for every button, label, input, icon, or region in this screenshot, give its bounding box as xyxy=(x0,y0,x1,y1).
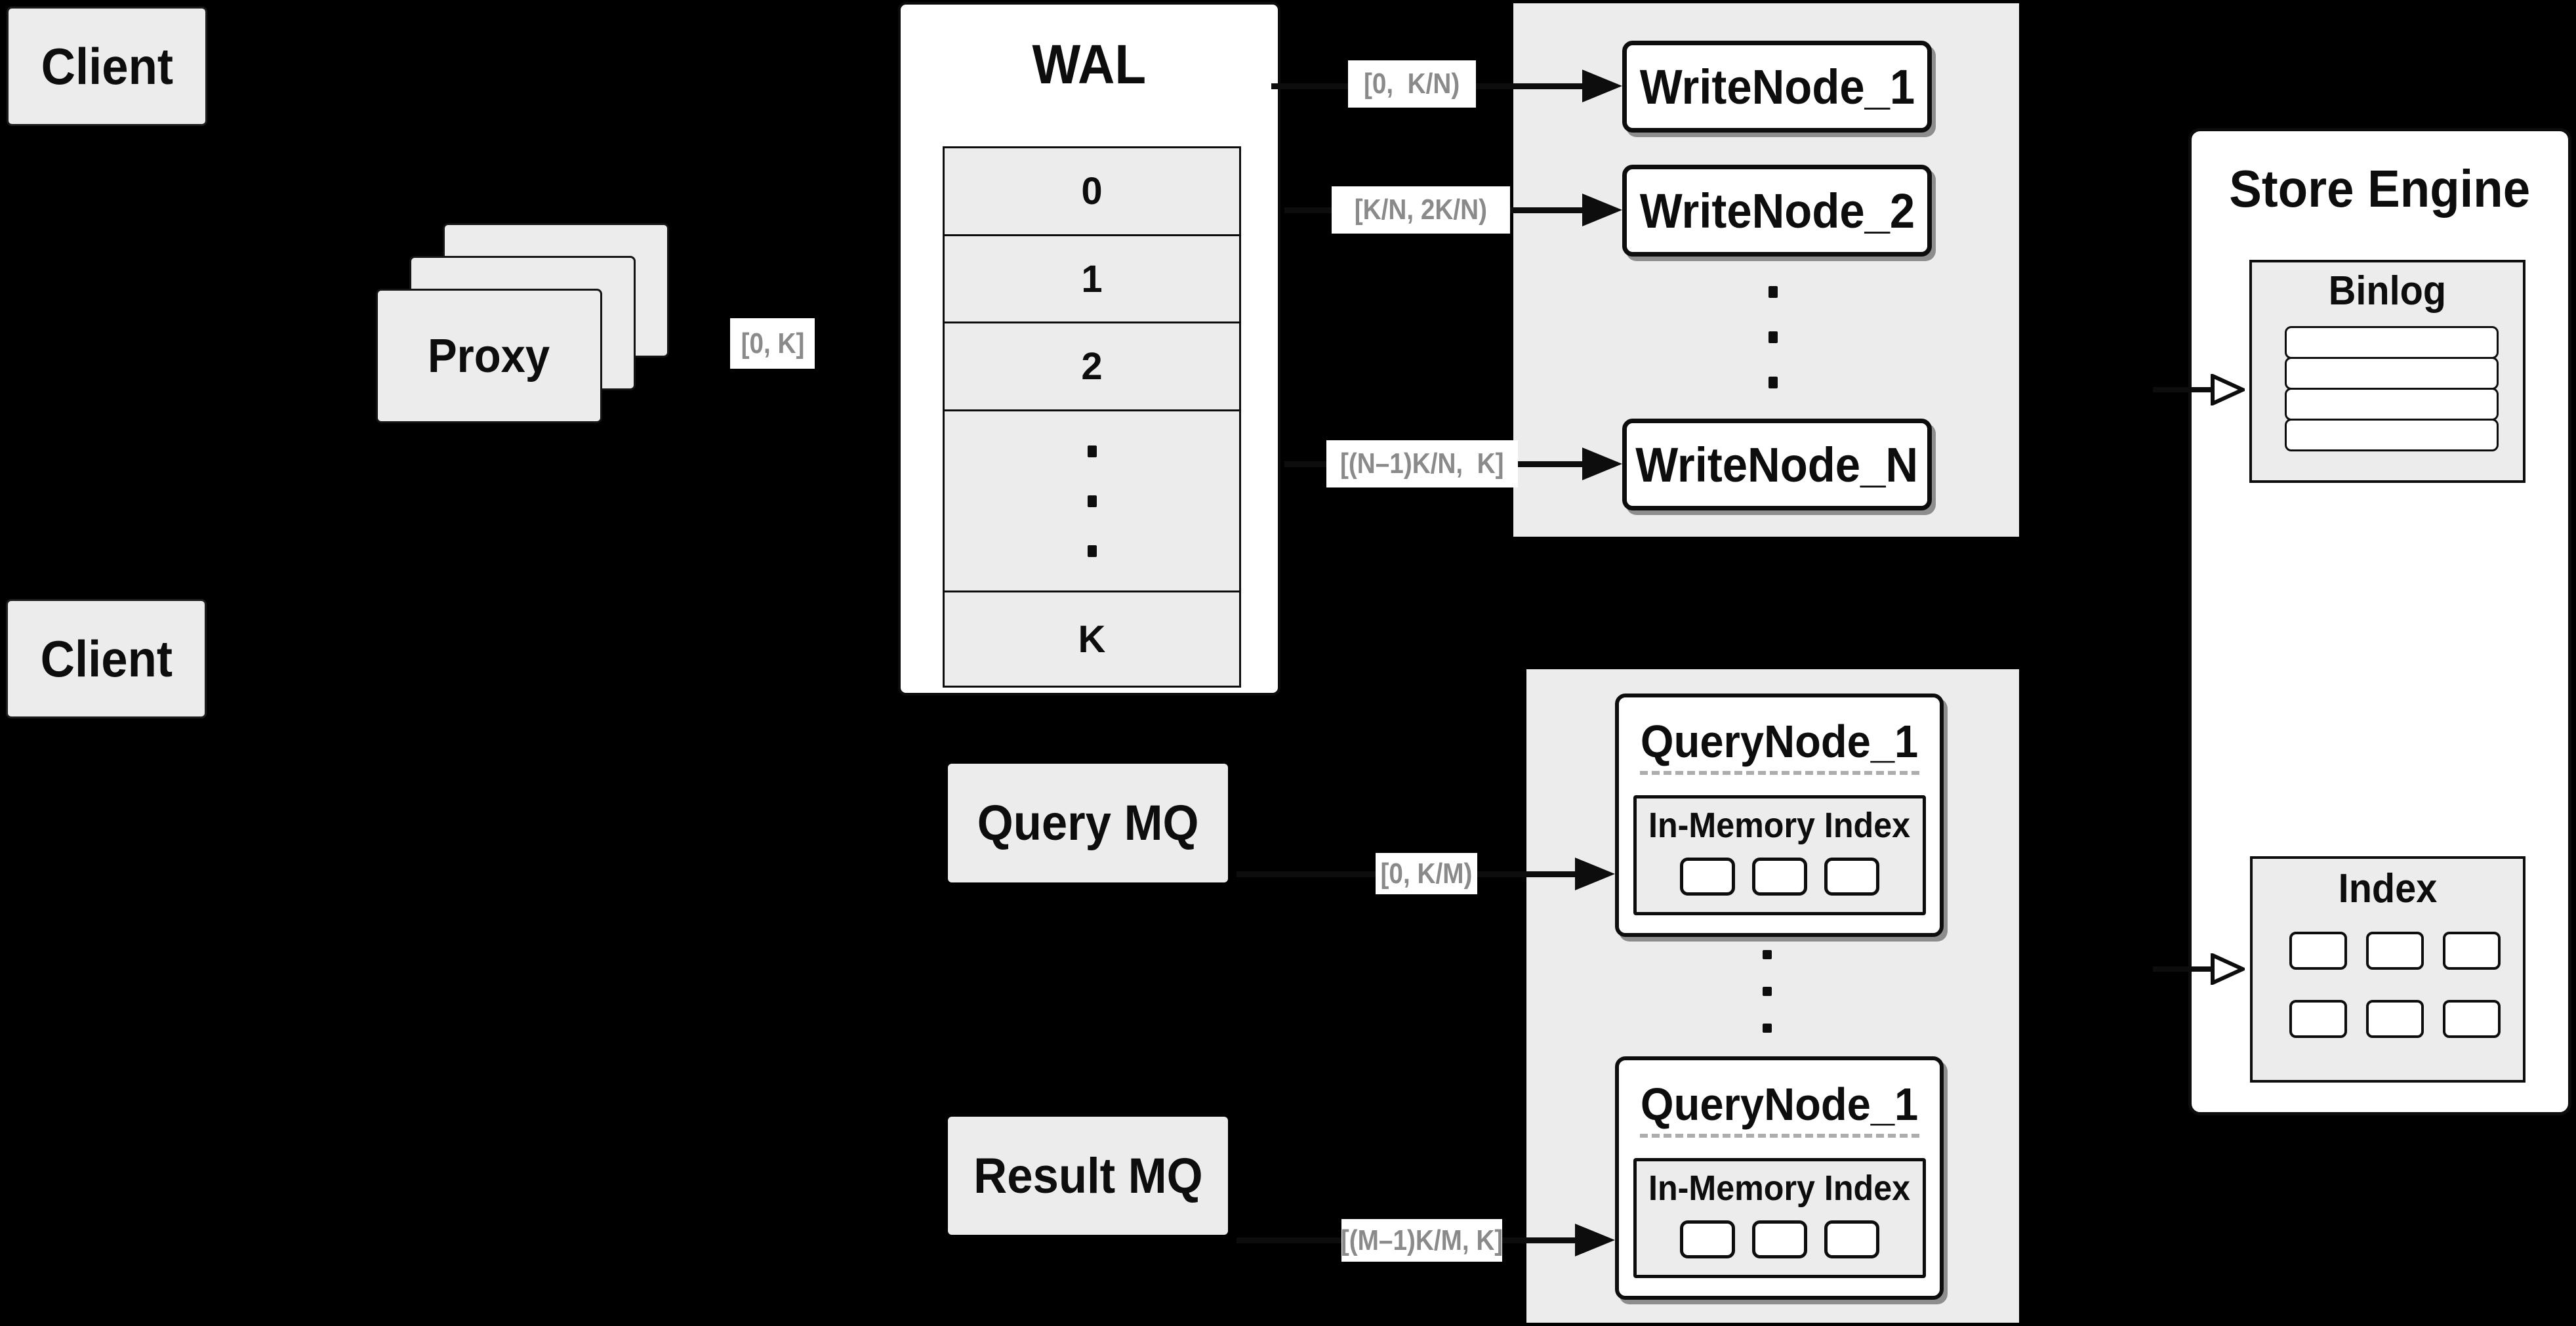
querynode1-dashed-separator xyxy=(1640,771,1919,775)
client-bottom-label: Client xyxy=(40,629,173,688)
binlog-title: Binlog xyxy=(2328,268,2447,314)
querynode2-dashed-separator xyxy=(1640,1134,1919,1138)
querynode1-title-wrap: QueryNode_1 xyxy=(1615,715,1944,768)
querynode2-inmemory-label: In-Memory Index xyxy=(1648,1169,1911,1208)
arrow-wal-writenode1-head xyxy=(1582,70,1622,102)
range-label-querynode2: [(M–1)K/M, K] xyxy=(1341,1219,1503,1262)
client-top-label: Client xyxy=(41,37,173,95)
querynode1-segment-chips xyxy=(1680,858,1879,896)
index-chip xyxy=(2443,1000,2501,1038)
wal-row-ellipsis xyxy=(943,409,1241,592)
binlog-row xyxy=(2285,419,2499,451)
binlog-title-wrap: Binlog xyxy=(2252,262,2523,319)
writenoden-box: WriteNode_N xyxy=(1622,419,1932,510)
querynode2-inmemory-box: In-Memory Index xyxy=(1633,1158,1926,1278)
binlog-row xyxy=(2285,388,2499,421)
querynode2-segment-chips xyxy=(1680,1220,1879,1258)
index-title-wrap: Index xyxy=(2253,859,2523,918)
wal-shard-table: 0 1 2 K xyxy=(943,146,1241,688)
segment-chip xyxy=(1824,858,1879,896)
writenode1-box: WriteNode_1 xyxy=(1622,41,1932,133)
arrow-binlog-open-head xyxy=(2211,374,2245,405)
querynode2-label: QueryNode_1 xyxy=(1640,1079,1919,1130)
ellipsis-dots-querynodes xyxy=(1763,950,1772,1033)
index-chip xyxy=(2289,1000,2347,1038)
segment-chip xyxy=(1752,858,1807,896)
index-chip xyxy=(2289,932,2347,970)
wal-row-2: 2 xyxy=(943,321,1241,411)
query-mq-label: Query MQ xyxy=(977,795,1199,851)
range-label-proxy-out: [0, K] xyxy=(730,318,815,369)
store-engine-title-wrap: Store Engine xyxy=(2188,157,2571,220)
proxy-box: Proxy xyxy=(376,289,602,423)
wal-row-1: 1 xyxy=(943,234,1241,323)
store-engine-title: Store Engine xyxy=(2229,159,2531,218)
index-chip xyxy=(2366,932,2424,970)
wal-row-k: K xyxy=(943,590,1241,688)
arrow-wal-writenode2-head xyxy=(1582,194,1622,226)
index-title: Index xyxy=(2338,865,2438,911)
querynode1-inmemory-label: In-Memory Index xyxy=(1648,806,1911,845)
query-mq-box: Query MQ xyxy=(948,764,1228,882)
querynode1-inmemory-box: In-Memory Index xyxy=(1633,795,1926,915)
ellipsis-dots-wal xyxy=(1087,445,1097,557)
arrow-index-open-head xyxy=(2211,953,2245,985)
result-mq-label: Result MQ xyxy=(973,1148,1203,1204)
proxy-label: Proxy xyxy=(428,329,550,383)
wal-row-0: 0 xyxy=(943,146,1241,236)
writenoden-label: WriteNode_N xyxy=(1635,437,1919,492)
range-label-writenoden: [(N–1)K/N, K] xyxy=(1326,440,1518,487)
client-box-top: Client xyxy=(7,7,207,126)
ellipsis-dots-writenodes xyxy=(1768,286,1778,388)
segment-chip xyxy=(1680,858,1735,896)
index-chip xyxy=(2366,1000,2424,1038)
arrow-index-line xyxy=(2153,966,2213,972)
segment-chip xyxy=(1824,1220,1879,1258)
querynode2-title-wrap: QueryNode_1 xyxy=(1615,1078,1944,1130)
querynode1-label: QueryNode_1 xyxy=(1640,716,1919,767)
index-chip xyxy=(2443,932,2501,970)
writenode1-label: WriteNode_1 xyxy=(1639,59,1915,114)
wal-title: WAL xyxy=(1032,33,1147,95)
writenode2-box: WriteNode_2 xyxy=(1622,165,1932,257)
arrow-wal-writenoden-head xyxy=(1582,447,1622,480)
client-box-bottom: Client xyxy=(6,599,207,718)
wal-title-wrap: WAL xyxy=(898,31,1280,97)
range-label-writenode2: [K/N, 2K/N) xyxy=(1332,186,1510,234)
arrow-mq-querynode2-head xyxy=(1575,1224,1615,1256)
segment-chip xyxy=(1680,1220,1735,1258)
binlog-row xyxy=(2285,357,2499,390)
arrow-mq-querynode1-head xyxy=(1575,858,1615,890)
range-label-writenode1: [0, K/N) xyxy=(1348,60,1476,108)
segment-chip xyxy=(1752,1220,1807,1258)
binlog-row xyxy=(2285,326,2499,359)
writenode2-label: WriteNode_2 xyxy=(1639,183,1915,238)
arrow-binlog-line xyxy=(2153,387,2213,392)
range-label-querynode1: [0, K/M) xyxy=(1376,853,1477,894)
result-mq-box: Result MQ xyxy=(948,1117,1228,1235)
binlog-rows xyxy=(2285,326,2499,451)
